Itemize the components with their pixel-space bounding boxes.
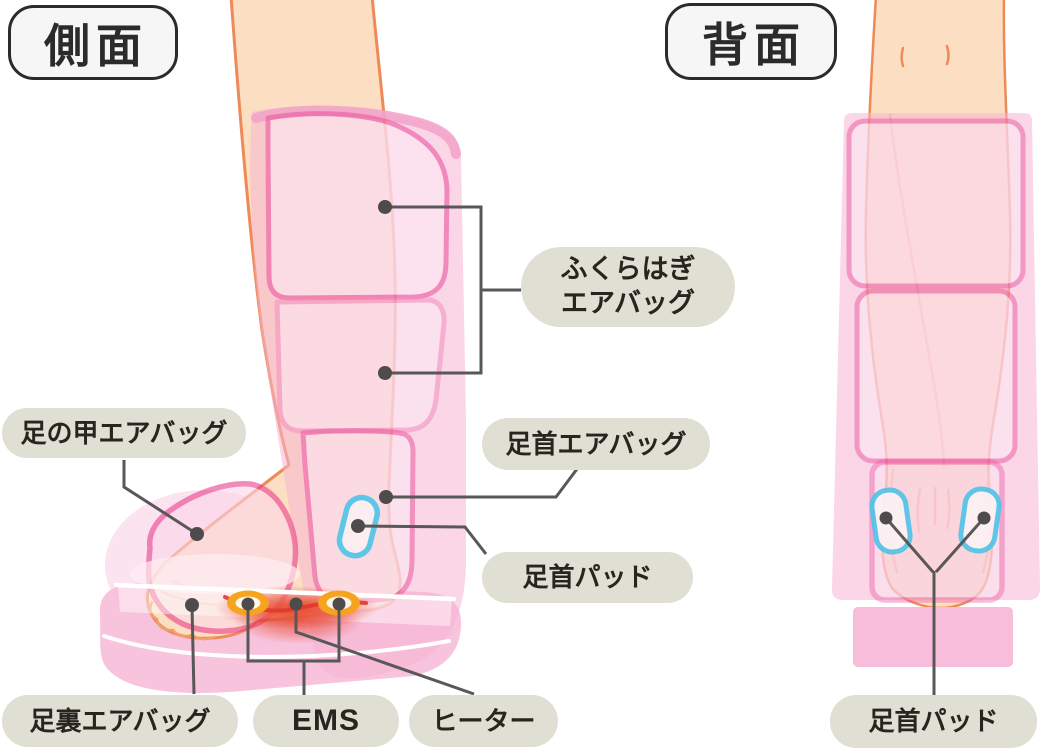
label-ankle-pad-back-text: 足首パッド: [868, 706, 999, 737]
calf-airbag-upper-shape: [265, 111, 450, 301]
label-ems-text: EMS: [291, 704, 360, 738]
label-ankle-airbag-text: 足首エアバッグ: [505, 428, 687, 459]
side-view-title: 側面: [8, 5, 178, 80]
connector-ankle-pad-side: [351, 519, 488, 555]
back-view-title: 背面: [665, 3, 837, 80]
back-airbag-middle-shape: [854, 288, 1018, 464]
connector-calf-airbag: [378, 200, 521, 380]
connector-heater: [289, 597, 475, 696]
label-calf-airbag-line1: ふくらはぎ: [560, 254, 696, 285]
sole-white-line-top: [113, 582, 457, 602]
back-airbag-upper-shape: [846, 118, 1026, 289]
label-heater-text: ヒーター: [431, 705, 536, 736]
back-view-illustration: [831, 0, 1040, 667]
label-instep-airbag: 足の甲エアバッグ: [2, 408, 246, 458]
side-sleeve-collar: [251, 105, 461, 159]
calf-airbag-lower-shape: [274, 297, 447, 434]
label-ankle-pad-side: 足首パッド: [482, 552, 693, 603]
connector-lines: [122, 200, 991, 696]
connector-ankle-airbag: [379, 468, 579, 504]
connector-ankle-pad-back: [879, 511, 991, 695]
label-heater: ヒーター: [409, 695, 558, 747]
label-ankle-pad-back: 足首パッド: [830, 695, 1037, 748]
label-calf-airbag: ふくらはぎ エアバッグ: [521, 247, 735, 327]
connector-ems: [241, 597, 346, 695]
label-ankle-airbag: 足首エアバッグ: [482, 418, 710, 470]
label-calf-airbag-line2: エアバッグ: [561, 288, 695, 318]
connector-sole-airbag: [185, 598, 199, 695]
knee-crease-lines: [900, 44, 950, 68]
base-white-line: [102, 634, 451, 659]
toe-lines: [149, 600, 216, 641]
foot-sole-pad: [130, 554, 300, 594]
side-view-title-text: 側面: [44, 19, 148, 72]
label-sole-airbag: 足裏エアバッグ: [2, 695, 238, 747]
side-view-illustration: [99, 0, 466, 693]
label-ankle-pad-side-text: 足首パッド: [522, 562, 653, 593]
label-instep-airbag-text: 足の甲エアバッグ: [20, 417, 228, 448]
label-sole-airbag-text: 足裏エアバッグ: [29, 705, 211, 736]
back-view-title-text: 背面: [702, 18, 806, 71]
label-ems: EMS: [253, 695, 399, 747]
connector-instep-airbag: [122, 460, 204, 541]
